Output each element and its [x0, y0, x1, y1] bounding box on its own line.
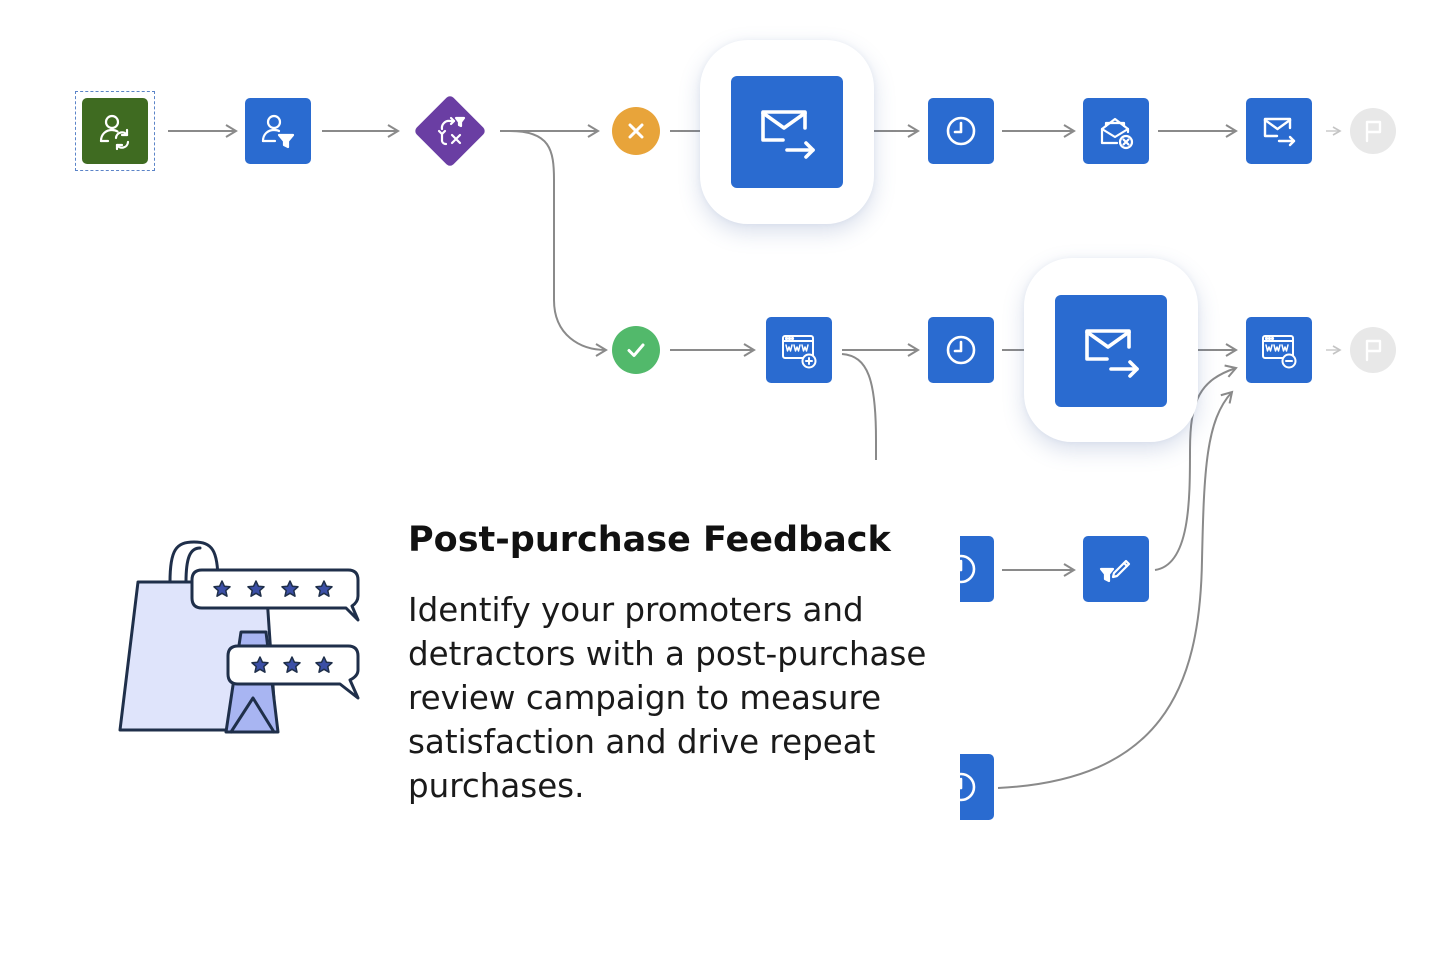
shopping-bag-review-illustration — [118, 540, 360, 734]
connector — [509, 130, 608, 357]
end-node[interactable] — [1350, 108, 1396, 154]
add-website-icon — [782, 335, 817, 369]
wait-icon — [946, 116, 976, 146]
campaign-card[interactable]: Post-purchase Feedback Identify your pro… — [68, 460, 960, 880]
split-icon — [437, 116, 466, 146]
wait-icon — [946, 335, 976, 365]
send-email-icon — [1263, 117, 1296, 147]
selection-frame — [75, 91, 155, 171]
bounce-check-node[interactable] — [1083, 98, 1149, 164]
card-description: Identify your promoters and detractors w… — [408, 591, 927, 805]
accept-branch-node[interactable] — [612, 326, 660, 374]
end-node[interactable] — [1350, 327, 1396, 373]
send-email-icon — [761, 110, 815, 159]
send-email-node[interactable] — [1246, 98, 1312, 164]
remove-website-icon — [1262, 335, 1297, 369]
accept-icon — [627, 343, 645, 357]
entry-segment-node[interactable] — [82, 98, 148, 164]
connector — [841, 353, 877, 462]
segment-refresh-icon — [99, 114, 130, 151]
edit-filter-node[interactable] — [1083, 536, 1149, 602]
filter-user-icon — [261, 114, 295, 149]
edit-filter-icon — [1099, 559, 1131, 583]
filter-contacts-node[interactable] — [245, 98, 311, 164]
wait-node[interactable] — [928, 98, 994, 164]
end-flag-icon — [1365, 339, 1382, 362]
reject-branch-node[interactable] — [612, 107, 660, 155]
connector — [1154, 364, 1238, 571]
wait-node[interactable] — [928, 317, 994, 383]
end-flag-icon — [1365, 120, 1382, 143]
remove-from-website-node[interactable] — [1246, 317, 1312, 383]
add-to-website-node[interactable] — [766, 317, 832, 383]
send-email-node[interactable] — [1055, 295, 1167, 407]
send-email-icon — [1085, 329, 1139, 378]
reject-icon — [628, 123, 644, 139]
send-email-node[interactable] — [731, 76, 843, 188]
card-title: Post-purchase Feedback — [408, 520, 891, 560]
connector — [997, 390, 1234, 789]
bounce-check-icon — [1100, 117, 1134, 150]
